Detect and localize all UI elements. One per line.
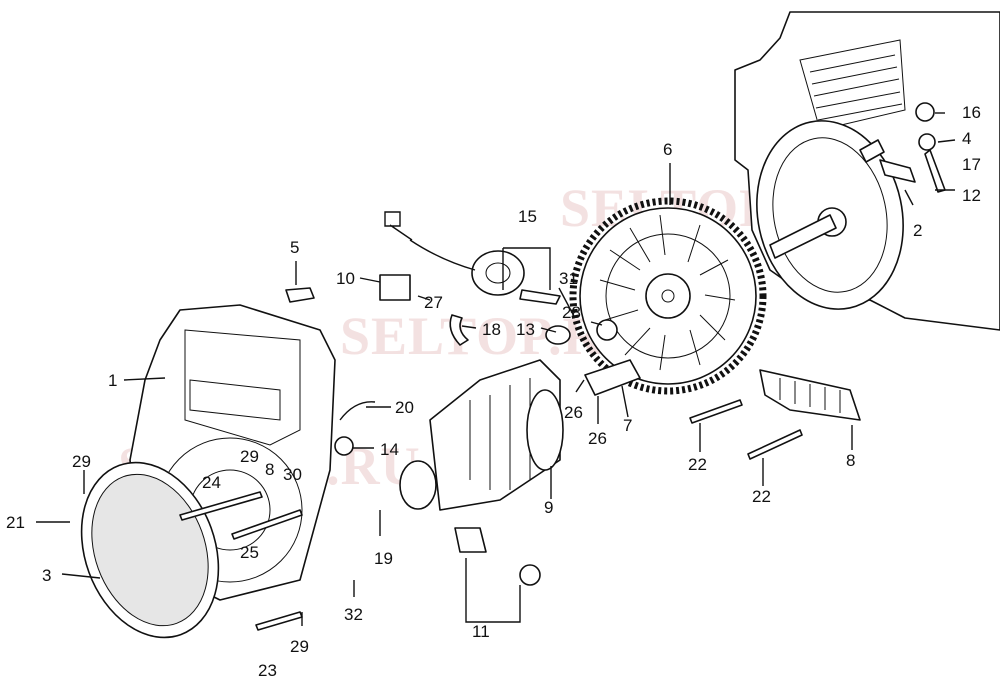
callout-22-lower: 22 (752, 487, 771, 506)
callout-8-small: 8 (265, 460, 274, 479)
bolt-22-upper (689, 399, 743, 424)
callout-7: 7 (623, 416, 632, 435)
rectifier (759, 369, 861, 421)
tube-20 (339, 401, 376, 421)
pin-17 (924, 149, 946, 193)
callout-8: 8 (846, 451, 855, 470)
callout-31: 31 (559, 269, 578, 288)
ignition-coil (384, 211, 561, 305)
callout-28: 28 (562, 303, 581, 322)
washer-28 (596, 319, 618, 341)
nut-14 (334, 436, 354, 456)
bracket-5 (285, 287, 315, 303)
callout-4: 4 (962, 129, 971, 148)
callout-2: 2 (913, 221, 922, 240)
clip-18 (449, 314, 469, 346)
callout-29-bottom: 29 (290, 637, 309, 656)
callout-11: 11 (472, 622, 490, 641)
key-switch (454, 527, 541, 586)
callout-22-upper: 22 (688, 455, 707, 474)
bushing-13 (545, 325, 571, 345)
bolt-23 (255, 611, 303, 631)
starter-motor (399, 359, 564, 511)
callout-24: 24 (202, 473, 221, 492)
intake-grille (80, 461, 220, 639)
bolt-25 (231, 509, 303, 540)
flywheel (569, 197, 767, 395)
plate-7 (584, 359, 641, 396)
callout-27: 27 (424, 293, 443, 312)
callout-16: 16 (962, 103, 981, 122)
callout-19: 19 (374, 549, 393, 568)
callout-30: 30 (283, 465, 302, 484)
callout-1: 1 (108, 371, 117, 390)
engine-block (734, 11, 1000, 331)
callout-18: 18 (482, 320, 501, 339)
callout-29-left: 29 (72, 452, 91, 471)
bolt-22-lower (747, 429, 803, 460)
plug-16 (915, 102, 935, 122)
callout-6: 6 (663, 140, 672, 159)
callout-10: 10 (336, 269, 355, 288)
bolt-24 (179, 491, 263, 521)
callout-32: 32 (344, 605, 363, 624)
callout-21: 21 (6, 513, 25, 532)
callout-5: 5 (290, 238, 299, 257)
callout-26-upper: 26 (564, 403, 583, 422)
callout-26-lower: 26 (588, 429, 607, 448)
callout-15: 15 (518, 207, 537, 226)
callout-20: 20 (395, 398, 414, 417)
callouts: 1 2 3 4 5 6 7 8 9 10 11 12 13 14 15 16 1… (6, 103, 981, 680)
callout-9: 9 (544, 498, 553, 517)
callout-3: 3 (42, 566, 51, 585)
callout-12: 12 (962, 186, 981, 205)
callout-25: 25 (240, 543, 259, 562)
callout-13: 13 (516, 320, 535, 339)
leader-lines (36, 112, 956, 626)
callout-29-middle: 29 (240, 447, 259, 466)
callout-17: 17 (962, 155, 981, 174)
callout-14: 14 (380, 440, 399, 459)
regulator (379, 274, 411, 301)
seal-4 (918, 133, 936, 151)
callout-23: 23 (258, 661, 277, 680)
